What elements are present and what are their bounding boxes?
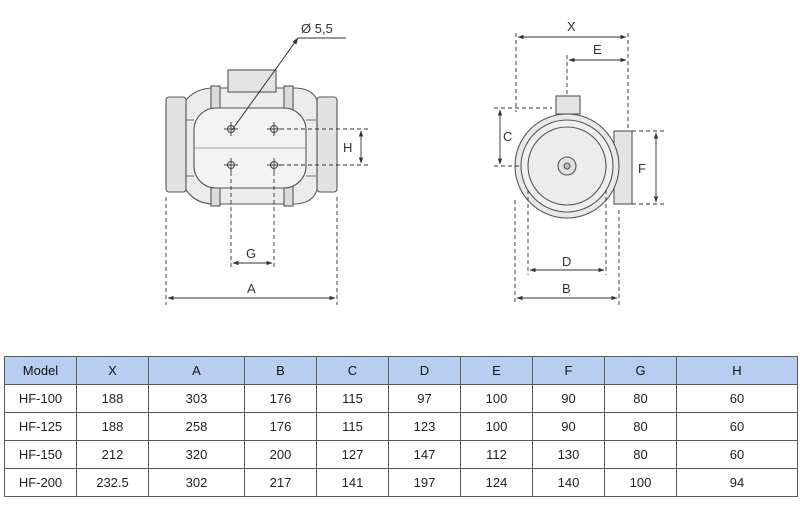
cell-model: HF-150: [4, 440, 77, 469]
table-row: HF-150 212 320 200 127 147 112 130 80 60: [4, 440, 798, 469]
cell-b: 176: [244, 384, 317, 413]
header-e: E: [460, 356, 533, 385]
header-d: D: [388, 356, 461, 385]
cell-f: 90: [532, 412, 605, 441]
dim-c-label: C: [503, 129, 512, 144]
cell-model: HF-100: [4, 384, 77, 413]
cell-g: 80: [604, 384, 677, 413]
dim-b-label: B: [562, 281, 571, 296]
cell-e: 124: [460, 468, 533, 497]
front-view: [514, 95, 633, 219]
cell-b: 176: [244, 412, 317, 441]
front-dimensions: [494, 33, 664, 305]
cell-a: 303: [148, 384, 245, 413]
technical-drawing: Ø 5,5 A G H: [165, 19, 664, 305]
header-f: F: [532, 356, 605, 385]
cell-c: 141: [316, 468, 389, 497]
cell-model: HF-200: [4, 468, 77, 497]
header-model: Model: [4, 356, 77, 385]
cell-x: 188: [76, 412, 149, 441]
cell-g: 100: [604, 468, 677, 497]
cell-d: 197: [388, 468, 461, 497]
cell-h: 60: [676, 384, 798, 413]
cell-model: HF-125: [4, 412, 77, 441]
table-row: HF-100 188 303 176 115 97 100 90 80 60: [4, 384, 798, 413]
cell-h: 94: [676, 468, 798, 497]
cell-g: 80: [604, 440, 677, 469]
header-b: B: [244, 356, 317, 385]
cell-x: 232.5: [76, 468, 149, 497]
header-g: G: [604, 356, 677, 385]
cell-f: 130: [532, 440, 605, 469]
hole-diameter-label: Ø 5,5: [301, 21, 333, 36]
side-view: [165, 69, 338, 207]
mounting-hole: [224, 122, 238, 136]
cell-c: 115: [316, 384, 389, 413]
header-h: H: [676, 356, 798, 385]
cell-a: 258: [148, 412, 245, 441]
dim-f-label: F: [638, 161, 646, 176]
cell-a: 320: [148, 440, 245, 469]
header-c: C: [316, 356, 389, 385]
side-dimensions: [165, 128, 368, 305]
mounting-hole: [224, 158, 238, 172]
table-header-row: Model X A B C D E F G H: [4, 356, 798, 385]
cell-d: 147: [388, 440, 461, 469]
cell-e: 100: [460, 384, 533, 413]
side-left-collar: [165, 96, 187, 193]
cell-e: 112: [460, 440, 533, 469]
cell-x: 188: [76, 384, 149, 413]
cell-b: 200: [244, 440, 317, 469]
cell-h: 60: [676, 440, 798, 469]
table-row: HF-200 232.5 302 217 141 197 124 140 100…: [4, 468, 798, 497]
drawing-canvas: Ø 5,5 A G H: [165, 19, 664, 305]
cell-e: 100: [460, 412, 533, 441]
cell-d: 97: [388, 384, 461, 413]
side-mounting-holes: [224, 122, 281, 172]
cell-d: 123: [388, 412, 461, 441]
hole-callout: [231, 37, 346, 131]
cell-f: 140: [532, 468, 605, 497]
cell-c: 127: [316, 440, 389, 469]
mounting-hole: [267, 122, 281, 136]
table-row: HF-125 188 258 176 115 123 100 90 80 60: [4, 412, 798, 441]
dim-g-label: G: [246, 246, 256, 261]
cell-c: 115: [316, 412, 389, 441]
cell-a: 302: [148, 468, 245, 497]
dim-h-label: H: [343, 140, 352, 155]
side-right-collar: [316, 96, 338, 193]
cell-x: 212: [76, 440, 149, 469]
dim-a-label: A: [247, 281, 256, 296]
cell-g: 80: [604, 412, 677, 441]
side-terminal-box: [227, 69, 277, 93]
front-top-tab: [555, 95, 581, 115]
dim-x-label: X: [567, 19, 576, 34]
dimensions-table: Model X A B C D E F G H HF-100 188 303 1…: [4, 356, 798, 497]
dim-e-label: E: [593, 42, 602, 57]
dim-d-label: D: [562, 254, 571, 269]
header-x: X: [76, 356, 149, 385]
mounting-hole: [267, 158, 281, 172]
header-a: A: [148, 356, 245, 385]
cell-h: 60: [676, 412, 798, 441]
cell-b: 217: [244, 468, 317, 497]
cell-f: 90: [532, 384, 605, 413]
